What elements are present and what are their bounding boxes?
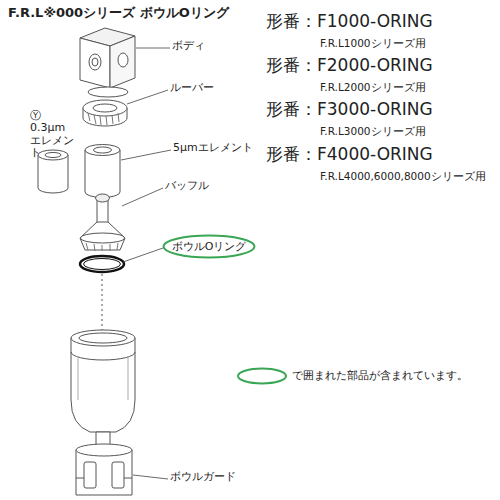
bowl-guard-part bbox=[76, 444, 132, 495]
part-name: ボディ bbox=[172, 40, 205, 53]
part-name: バッフル bbox=[165, 180, 209, 193]
element-part bbox=[85, 145, 120, 198]
baffle-part bbox=[80, 194, 125, 251]
model-number: 形番：F1000-ORING bbox=[266, 12, 433, 32]
series-note: F.R.L2000シリーズ用 bbox=[320, 81, 426, 93]
model-number: 形番：F3000-ORING bbox=[266, 100, 433, 120]
part-name: ルーバー bbox=[170, 82, 214, 95]
series-note: F.R.L3000シリーズ用 bbox=[320, 125, 426, 137]
included-part-ellipse: ボウルOリング bbox=[162, 234, 256, 259]
leader-lines bbox=[121, 48, 171, 479]
part-name: ボウルOリング bbox=[172, 239, 247, 254]
o-ring-part bbox=[80, 256, 124, 272]
louver-part bbox=[83, 100, 127, 126]
series-note: F.R.L4000,6000,8000シリーズ用 bbox=[320, 170, 486, 182]
part-name: 0.3μm エレメント bbox=[30, 122, 74, 160]
bowl-part bbox=[71, 330, 135, 446]
body-part bbox=[80, 28, 135, 97]
series-note: F.R.L1000シリーズ用 bbox=[320, 37, 426, 49]
part-name: 5μmエレメント bbox=[173, 142, 253, 155]
legend-swatch bbox=[236, 367, 288, 385]
fine-element-part bbox=[38, 150, 68, 193]
assembly-line bbox=[102, 274, 103, 330]
legend-item: で囲まれた部品が含まれています。 bbox=[236, 367, 468, 385]
part-name: ボウルガード bbox=[170, 471, 236, 484]
model-number: 形番：F2000-ORING bbox=[266, 56, 433, 76]
option-mark: Ⓨ bbox=[30, 110, 41, 123]
title: F.R.L※000シリーズ ボウルOリング bbox=[8, 6, 229, 21]
model-number: 形番：F4000-ORING bbox=[266, 145, 433, 165]
legend-text: で囲まれた部品が含まれています。 bbox=[292, 370, 468, 383]
